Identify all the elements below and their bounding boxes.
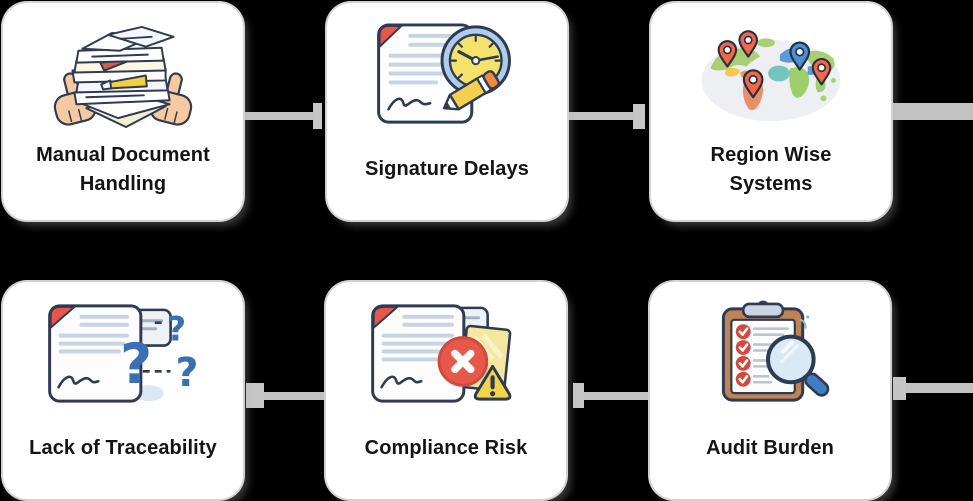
paper-stack-icon	[43, 17, 203, 131]
document-error-warning-icon	[366, 296, 526, 410]
card-audit-burden: Audit Burden	[650, 282, 890, 499]
card-signature-delays: Signature Delays	[327, 3, 567, 220]
document-clock-pencil-icon	[367, 17, 527, 131]
svg-text:?: ?	[176, 350, 199, 396]
connector-bar	[566, 112, 633, 120]
svg-text:?: ?	[120, 332, 152, 397]
connector-arrowhead	[313, 103, 322, 129]
card-manual-document-handling: Manual Document Handling	[3, 3, 243, 220]
card-label: Lack of Traceability	[29, 437, 217, 459]
world-map-pins-icon	[691, 17, 851, 131]
card-region-wise-systems: Region Wise Systems	[651, 3, 891, 220]
connector-bar	[584, 392, 650, 400]
connector-arrowhead	[893, 377, 906, 400]
card-compliance-risk: Compliance Risk	[326, 282, 566, 499]
connector-bar	[243, 112, 313, 120]
card-label: Signature Delays	[365, 158, 529, 180]
connector-arrowhead	[573, 383, 584, 408]
svg-text:?: ?	[167, 310, 187, 349]
card-label: Audit Burden	[706, 437, 834, 459]
card-lack-of-traceability: ? ? ? Lack of Traceability	[3, 282, 243, 499]
connector-bar	[893, 103, 973, 120]
card-label: Manual Document Handling	[36, 143, 210, 195]
connector-bar	[264, 392, 326, 400]
connector-arrowhead	[246, 383, 264, 408]
card-label: Region Wise Systems	[710, 143, 832, 195]
document-question-marks-icon: ? ? ?	[43, 296, 203, 410]
connector-arrowhead	[633, 104, 645, 129]
clipboard-magnifier-icon	[690, 296, 850, 410]
card-label: Compliance Risk	[364, 437, 528, 459]
connector-bar	[906, 383, 973, 393]
